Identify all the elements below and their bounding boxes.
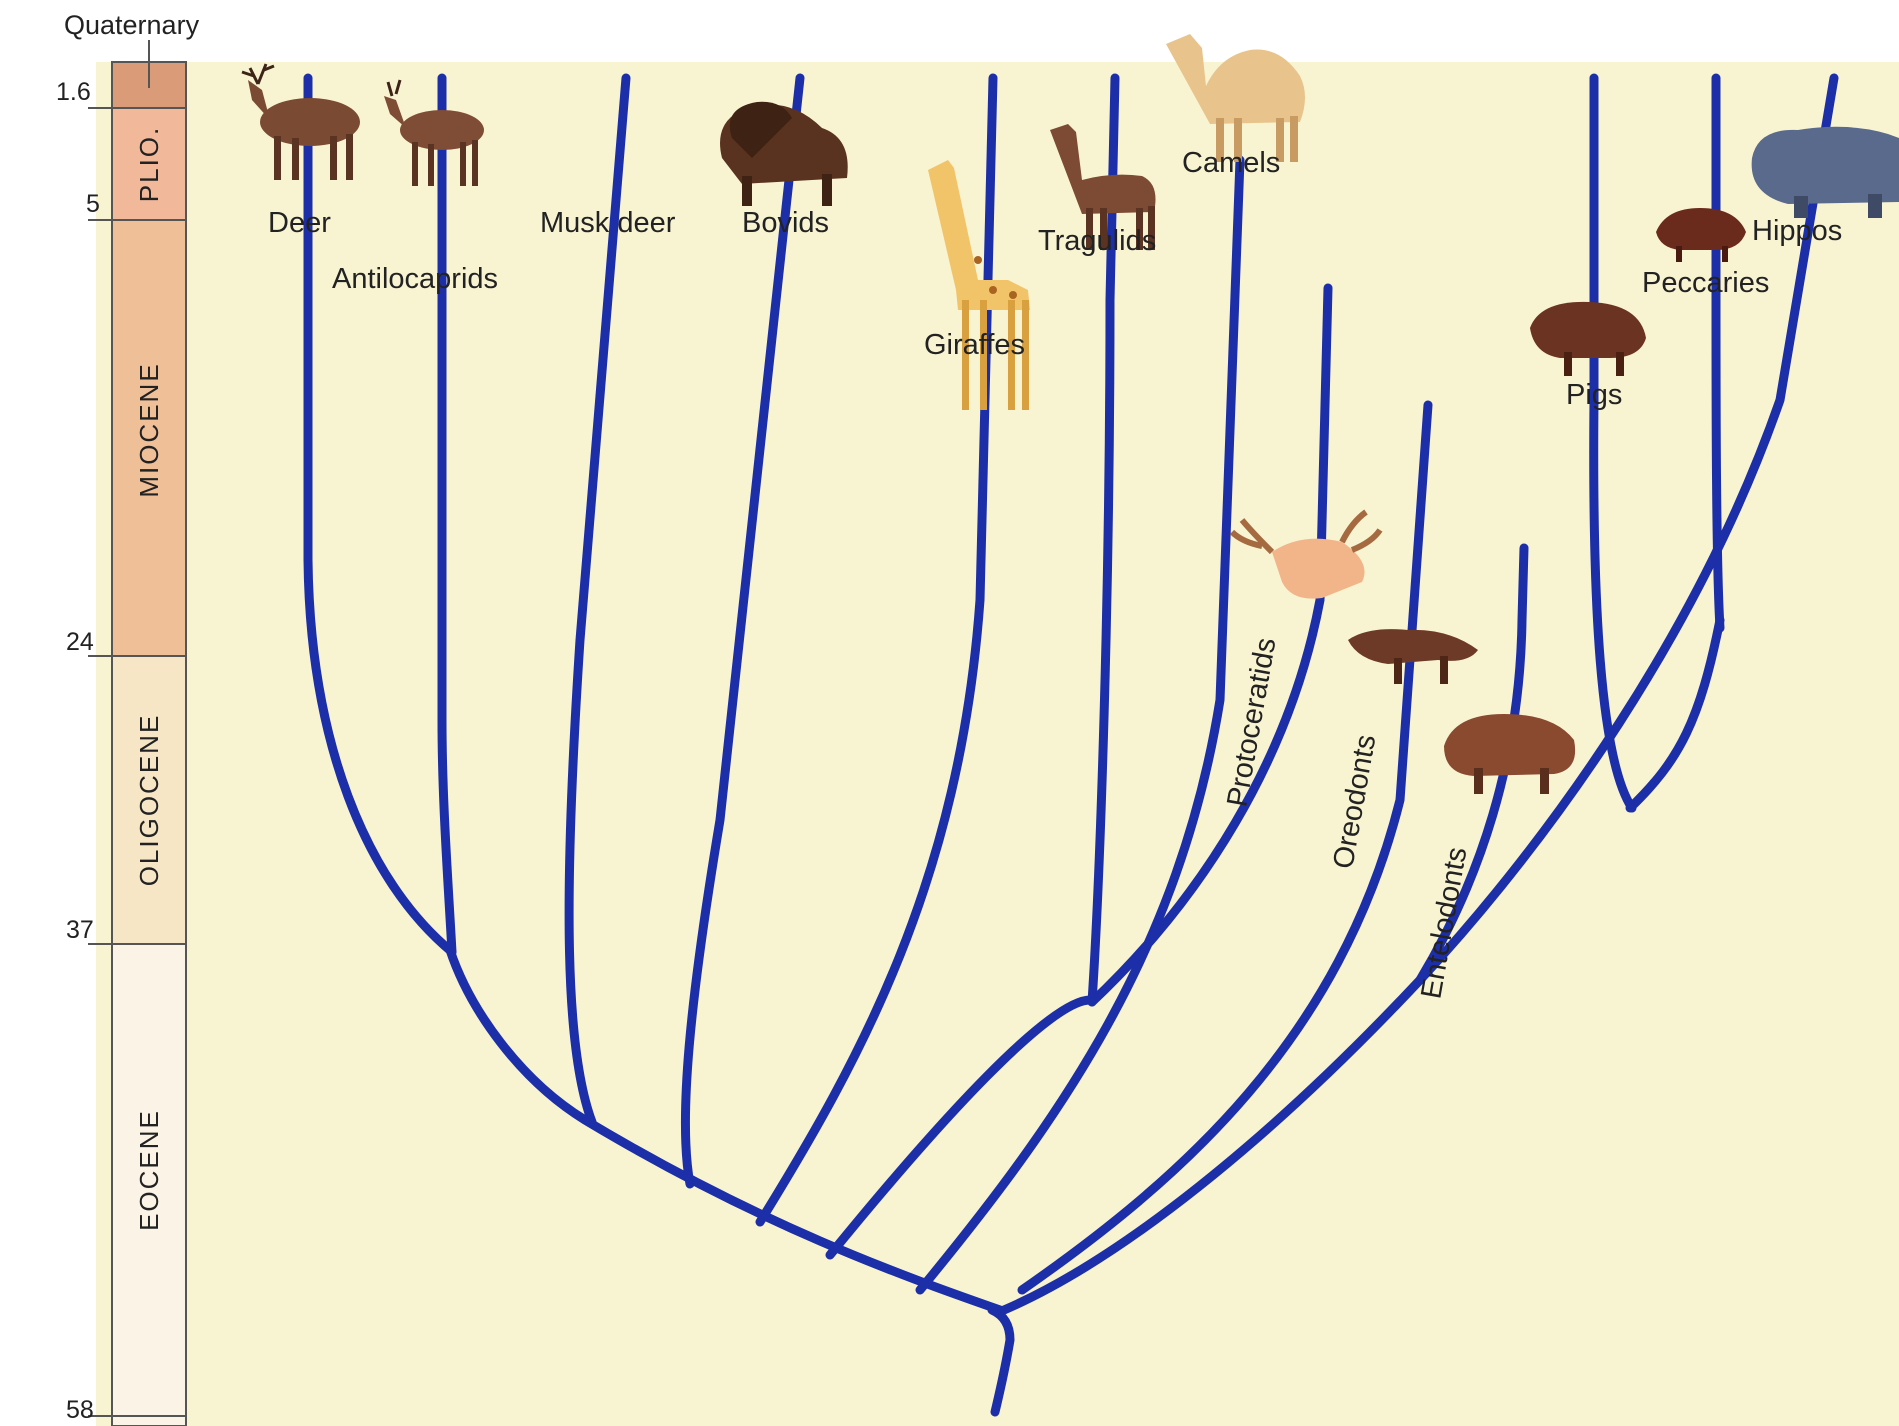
taxon-label-tragulids: Tragulids [1038,225,1156,257]
tick-label: 5 [86,190,100,218]
taxon-label-bovids: Bovids [742,207,829,239]
timescale-column: Quaternary 1.6 5 24 37 58 PLIO. MIOCENE … [56,10,200,1426]
taxon-label-deer: Deer [268,207,331,239]
taxon-label-hippos: Hippos [1752,215,1842,247]
taxon-label-peccaries: Peccaries [1642,267,1769,299]
taxon-label-musk-deer: Musk deer [540,207,676,239]
taxon-label-pigs: Pigs [1566,379,1622,411]
tick-label: 24 [66,628,94,656]
epoch-label-pliocene: PLIO. [134,126,164,202]
epoch-label-miocene: MIOCENE [134,362,164,497]
taxon-label-camels: Camels [1182,147,1280,179]
taxon-label-antilocaprids: Antilocaprids [332,263,498,295]
epoch-label-eocene: EOCENE [134,1109,164,1231]
branch-peccaries [1716,78,1720,628]
quaternary-label: Quaternary [64,10,200,40]
epoch-label-oligocene: OLIGOCENE [134,714,164,887]
taxon-label-giraffes: Giraffes [924,329,1025,361]
tick-label: 37 [66,916,94,944]
tick-label: 1.6 [56,78,91,106]
tick-label: 58 [66,1396,94,1424]
